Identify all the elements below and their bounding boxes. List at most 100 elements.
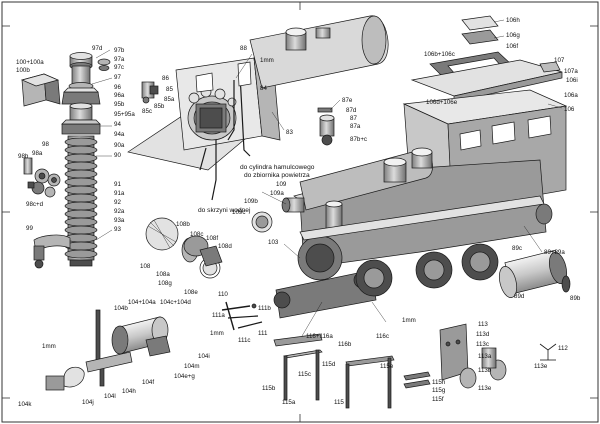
label-104i: 104i	[198, 353, 210, 360]
label-104b: 104b	[114, 305, 128, 312]
label-106a: 106a	[564, 92, 578, 99]
label-116b: 116b	[338, 341, 352, 348]
label-108g: 108g	[158, 280, 172, 287]
label-107a: 107a	[564, 68, 578, 75]
part-113-plates	[439, 323, 507, 389]
label-115a: 115a	[282, 399, 296, 406]
label-brake-cylinder: do cylindra hamulcowego	[240, 164, 315, 171]
label-89c: 89c	[512, 245, 522, 252]
label-104f: 104f	[142, 379, 154, 386]
label-106g: 106g	[506, 32, 520, 39]
label-93: 93	[114, 226, 121, 233]
part-109-valve	[251, 197, 305, 233]
label-113e-left: 113e	[478, 385, 492, 392]
label-96a: 96a	[114, 92, 125, 99]
part-112-bracket	[539, 343, 557, 361]
label-84: 84	[260, 85, 267, 92]
label-98cd: 98c+d	[26, 201, 44, 208]
part-108-lamp	[145, 217, 223, 279]
part-115-frames	[273, 333, 431, 409]
label-108c: 108c	[190, 231, 203, 238]
label-104h: 104h	[122, 388, 136, 395]
label-106h: 106h	[506, 17, 520, 24]
label-104cd: 104c+104d	[160, 299, 191, 306]
label-108b: 108b	[176, 221, 190, 228]
label-103: 103	[268, 239, 279, 246]
label-93a: 93a	[114, 217, 125, 224]
label-109a: 109a	[270, 190, 284, 197]
label-87bc: 87b+c	[350, 136, 367, 143]
label-97d: 97d	[92, 45, 103, 52]
label-106bc: 106b+106c	[424, 51, 455, 58]
label-111c: 111c	[238, 337, 251, 344]
label-113c: 113c	[476, 341, 489, 348]
label-95: 95+95a	[114, 111, 135, 118]
label-89: 89+89a	[544, 249, 565, 256]
label-113e: 113e	[534, 363, 548, 370]
label-115g: 115g	[432, 387, 446, 394]
label-107: 107	[554, 57, 565, 64]
label-108e: 108e	[184, 289, 198, 296]
label-89b: 89b	[570, 295, 581, 302]
label-85b: 85b	[154, 103, 165, 110]
label-108d: 108d	[218, 243, 232, 250]
part-89-cylinder	[498, 249, 571, 298]
label-92: 92	[114, 199, 121, 206]
label-water-tank: do skrzyni wodnej	[198, 207, 251, 214]
label-90a: 90a	[114, 142, 125, 149]
label-113b: 113b	[478, 367, 492, 374]
label-96: 96	[114, 84, 121, 91]
part-labels: 100+100a 100b 97d 97b 97a 97c 97 96 96a …	[16, 17, 581, 408]
label-1mm-b: 1mm	[210, 330, 224, 337]
label-91: 91	[114, 181, 121, 188]
label-97c: 97c	[114, 64, 124, 71]
label-104m: 104m	[184, 363, 199, 370]
label-115: 115	[334, 399, 344, 406]
part-87-valve	[317, 107, 335, 146]
label-97a: 97a	[114, 56, 125, 63]
label-116c: 116c	[376, 333, 389, 340]
label-89d: 89d	[514, 293, 525, 300]
label-115b: 115b	[262, 385, 276, 392]
part-104-pump	[45, 309, 171, 391]
label-109: 109	[276, 181, 287, 188]
label-108f: 108f	[206, 235, 218, 242]
label-104l: 104l	[104, 393, 116, 400]
label-108a: 108a	[156, 271, 170, 278]
label-87: 87	[350, 115, 357, 122]
label-85: 85	[166, 86, 173, 93]
label-111a: 111a	[212, 312, 225, 319]
label-104a: 104+104a	[128, 299, 156, 306]
roof-parts	[410, 15, 563, 103]
label-115f: 115f	[432, 396, 444, 403]
label-90: 90	[114, 152, 121, 159]
label-113: 113	[478, 321, 488, 328]
part-100-cover	[20, 73, 61, 107]
label-87e: 87e	[342, 97, 353, 104]
label-115h: 115h	[432, 379, 446, 386]
label-113d: 113d	[476, 331, 490, 338]
label-106i: 106i	[566, 77, 578, 84]
label-98a: 98a	[32, 150, 43, 157]
label-110: 110	[218, 291, 228, 298]
label-98: 98	[42, 141, 49, 148]
part-111-linkage	[221, 301, 263, 331]
label-87d: 87d	[346, 107, 357, 114]
chimney-stack-assembly	[61, 52, 111, 267]
label-85c: 85c	[142, 108, 152, 115]
label-97b: 97b	[114, 47, 125, 54]
locomotive-body	[273, 89, 568, 319]
label-116: 116+116a	[306, 333, 333, 340]
label-109c: 109c	[232, 209, 245, 216]
label-106: 106	[564, 106, 575, 113]
boiler-ghost	[249, 15, 389, 89]
label-86: 86	[162, 75, 169, 82]
label-111b: 111b	[258, 305, 271, 312]
label-1mm-d: 1mm	[42, 343, 56, 350]
label-115e: 115e	[380, 363, 394, 370]
label-112: 112	[558, 345, 568, 352]
label-92a: 92a	[114, 208, 125, 215]
label-94a: 94a	[114, 131, 125, 138]
